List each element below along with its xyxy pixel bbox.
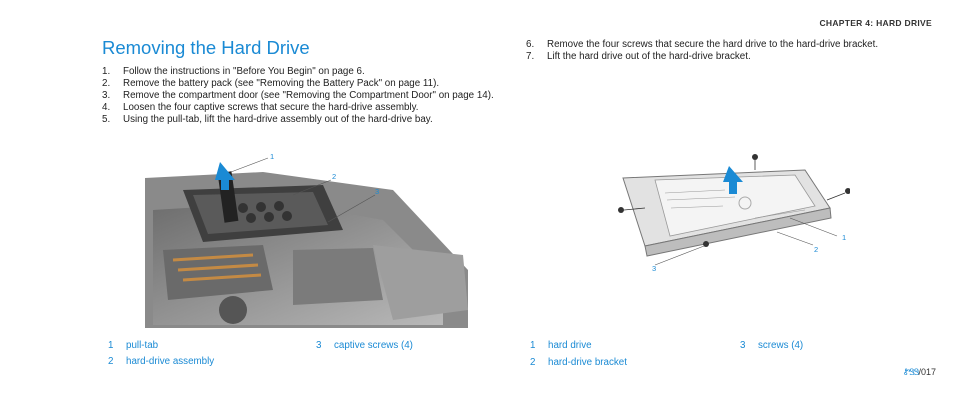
legend-number: 1: [108, 340, 114, 351]
legend-item: 3 captive screws (4): [316, 340, 413, 351]
step-item: 6. Remove the four screws that secure the…: [526, 39, 946, 51]
step-number: 1.: [102, 66, 111, 77]
step-text: Follow the instructions in "Before You B…: [123, 66, 365, 77]
step-text: Remove the battery pack (see "Removing t…: [123, 78, 440, 89]
callout-3: 3: [375, 187, 380, 196]
step-number: 4.: [102, 102, 111, 113]
legend-number: 3: [740, 340, 746, 351]
step-item: 2. Remove the battery pack (see "Removing…: [102, 78, 512, 90]
step-item: 4. Loosen the four captive screws that se…: [102, 102, 512, 114]
callout-2: 2: [332, 172, 337, 181]
legend-number: 2: [108, 356, 114, 367]
callout-3: 3: [652, 264, 657, 273]
legend-label: pull-tab: [126, 340, 159, 351]
legend-item: 1 pull-tab: [108, 340, 158, 351]
step-item: 7. Lift the hard drive out of the hard-dr…: [526, 51, 946, 63]
step-number: 7.: [526, 51, 535, 62]
hdd-bracket-illustration: [618, 154, 851, 266]
legend-label: hard-drive assembly: [126, 356, 215, 367]
step-text: Lift the hard drive out of the hard-driv…: [547, 51, 751, 62]
steps-list-right: 6. Remove the four screws that secure the…: [526, 39, 946, 63]
page-title: Removing the Hard Drive: [102, 37, 310, 58]
legend-item: 2 hard-drive assembly: [108, 356, 214, 367]
callout-2: 2: [814, 245, 819, 254]
step-text: Remove the compartment door (see "Removi…: [123, 90, 494, 101]
laptop-hdd-illustration: [145, 157, 468, 328]
legend-label: hard-drive bracket: [548, 357, 627, 368]
figure-laptop-hdd-bay: 1 2 3: [143, 150, 473, 330]
step-number: 2.: [102, 78, 111, 89]
step-item: 1. Follow the instructions in "Before You…: [102, 66, 512, 78]
step-item: 3. Remove the compartment door (see "Remo…: [102, 90, 512, 102]
step-item: 5. Using the pull-tab, lift the hard-driv…: [102, 114, 512, 126]
step-number: 3.: [102, 90, 111, 101]
legend-item: 2 hard-drive bracket: [530, 357, 627, 368]
callout-1: 1: [270, 152, 275, 161]
legend-number: 3: [316, 340, 322, 351]
legend-item: 3 screws (4): [740, 340, 803, 351]
legend-number: 1: [530, 340, 536, 351]
step-number: 5.: [102, 114, 111, 125]
legend-number: 2: [530, 357, 536, 368]
chapter-header: CHAPTER 4: HARD DRIVE: [819, 18, 932, 28]
brand-logo: ᏑᏕᏕ: [904, 367, 920, 377]
page-number: /017: [918, 367, 936, 377]
legend-label: hard drive: [548, 340, 592, 351]
step-text: Loosen the four captive screws that secu…: [123, 102, 419, 113]
callout-1: 1: [842, 233, 847, 242]
legend-item: 1 hard drive: [530, 340, 592, 351]
legend-label: captive screws (4): [334, 340, 413, 351]
page-footer: ᏑᏕᏕ/017: [904, 367, 936, 378]
step-text: Remove the four screws that secure the h…: [547, 39, 879, 50]
step-number: 6.: [526, 39, 535, 50]
figure-hdd-bracket: 1 2 3: [605, 148, 851, 278]
steps-list-left: 1. Follow the instructions in "Before You…: [102, 66, 512, 126]
legend-label: screws (4): [758, 340, 804, 351]
step-text: Using the pull-tab, lift the hard-drive …: [123, 114, 433, 125]
